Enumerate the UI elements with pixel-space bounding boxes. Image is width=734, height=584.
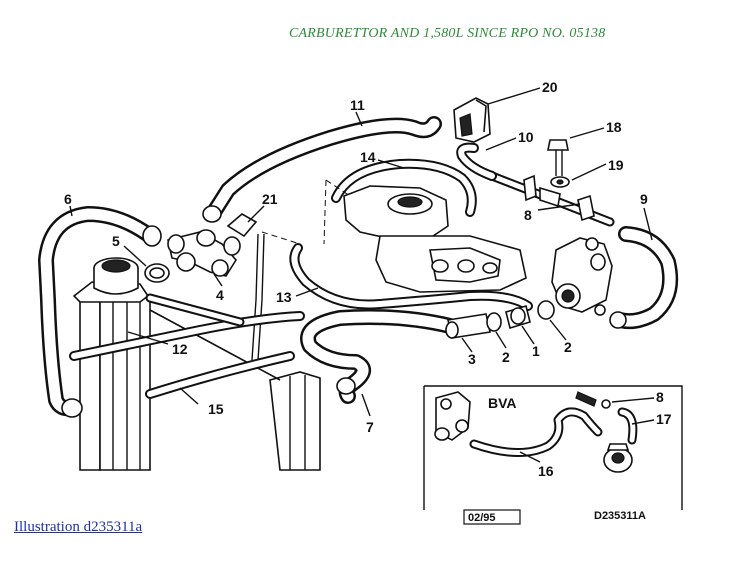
illustration-link[interactable]: Illustration d235311a bbox=[14, 519, 143, 535]
hose-21 bbox=[226, 213, 258, 238]
hose-15 bbox=[145, 351, 295, 399]
expansion-tank bbox=[72, 257, 150, 303]
callout-6: 6 bbox=[64, 191, 72, 207]
washer-19 bbox=[550, 176, 570, 188]
hose-6 bbox=[38, 206, 162, 418]
callout-8-inset: 8 bbox=[656, 389, 664, 405]
hose-10 bbox=[456, 142, 497, 181]
inset-date-code: 02/95 bbox=[468, 512, 496, 524]
seal-ring-2b bbox=[537, 300, 555, 320]
water-outlet-housing bbox=[551, 237, 613, 316]
bolt-18 bbox=[547, 139, 569, 176]
callout-19: 19 bbox=[608, 157, 624, 173]
callout-9: 9 bbox=[640, 191, 648, 207]
carburettor bbox=[323, 179, 527, 293]
callout-17: 17 bbox=[656, 411, 672, 427]
hose-11 bbox=[202, 116, 442, 223]
callout-15: 15 bbox=[208, 401, 224, 417]
bracket-20 bbox=[453, 97, 491, 143]
callout-11: 11 bbox=[350, 97, 365, 113]
callout-13: 13 bbox=[276, 289, 292, 305]
hose-7 bbox=[300, 309, 458, 404]
thermostat-housing bbox=[167, 229, 241, 277]
union-1 bbox=[505, 304, 531, 330]
callout-2b: 2 bbox=[564, 339, 572, 355]
callout-1: 1 bbox=[532, 343, 540, 359]
leader-lines bbox=[69, 87, 653, 417]
callout-2a: 2 bbox=[502, 349, 510, 365]
callout-12: 12 bbox=[172, 341, 188, 357]
seal-ring-5 bbox=[144, 263, 170, 283]
inset-label-bva: BVA bbox=[488, 395, 517, 411]
hose-14 bbox=[331, 158, 477, 217]
hose-13 bbox=[289, 243, 533, 311]
callout-18: 18 bbox=[606, 119, 622, 135]
callout-4: 4 bbox=[216, 287, 224, 303]
callout-labels: 11 20 10 18 19 14 8 9 21 6 5 4 13 12 15 … bbox=[64, 79, 648, 435]
seal-ring-2a bbox=[486, 312, 502, 332]
diagram-title: CARBURETTOR AND 1,580L SINCE RPO NO. 051… bbox=[289, 26, 606, 41]
callout-21: 21 bbox=[262, 191, 278, 207]
callout-8: 8 bbox=[524, 207, 532, 223]
hose-9 bbox=[609, 226, 679, 330]
pipe-8 bbox=[487, 171, 615, 227]
callout-5: 5 bbox=[112, 233, 120, 249]
callout-16: 16 bbox=[538, 463, 554, 479]
callout-7: 7 bbox=[366, 419, 374, 435]
callout-20: 20 bbox=[542, 79, 558, 95]
bva-inset: 02/95 D235311A BVA 8 17 16 bbox=[423, 385, 683, 525]
callout-3: 3 bbox=[468, 351, 476, 367]
union-3 bbox=[445, 313, 491, 339]
callout-10: 10 bbox=[518, 129, 534, 145]
inset-ref-code: D235311A bbox=[594, 510, 646, 522]
callout-14: 14 bbox=[360, 149, 376, 165]
hose-12 bbox=[69, 293, 305, 361]
